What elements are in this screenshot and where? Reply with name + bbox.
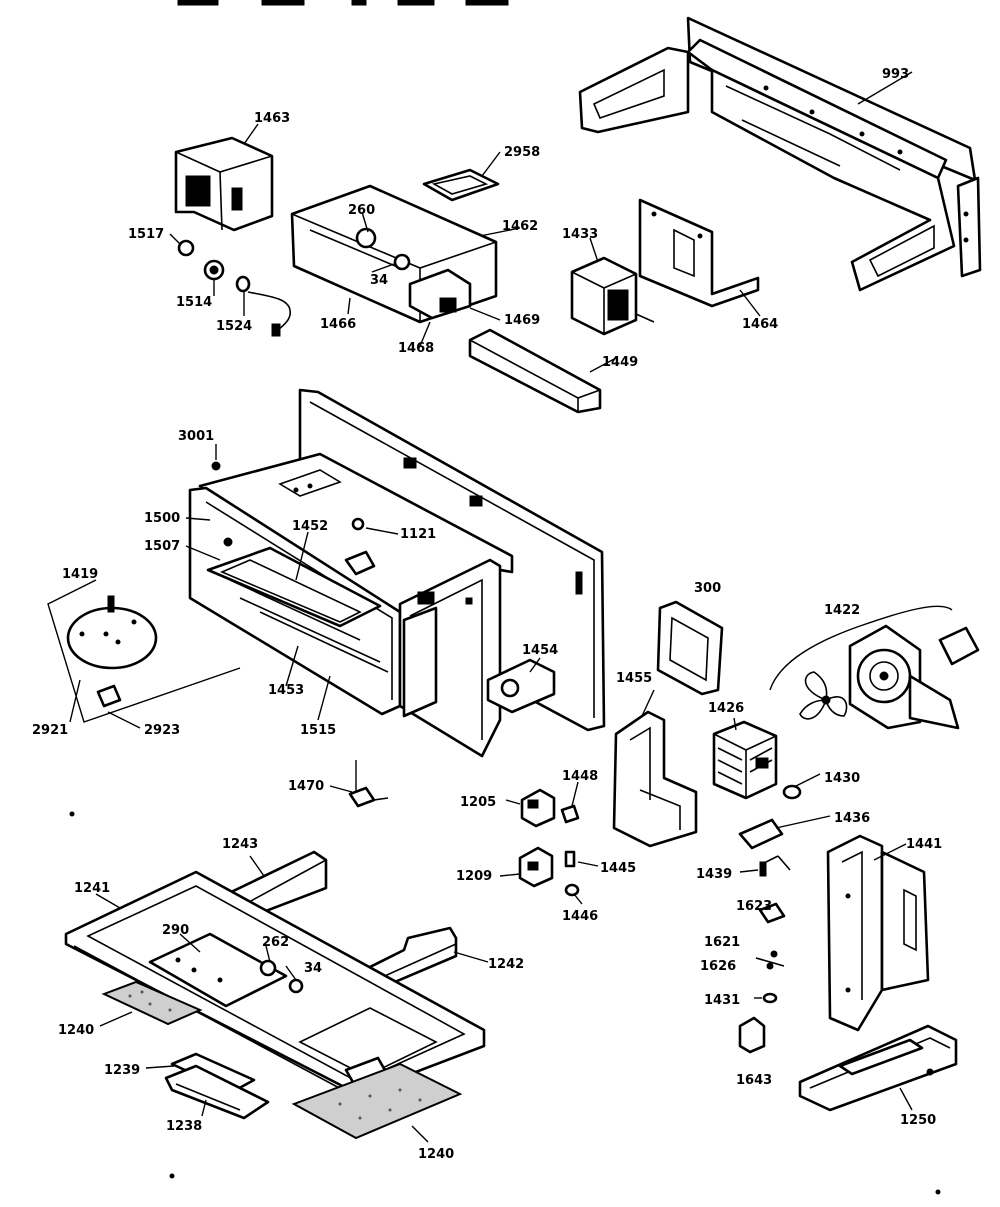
label-1643: 1643	[736, 1073, 772, 1088]
part-1470	[348, 786, 389, 808]
label-1426: 1426	[708, 701, 744, 716]
part-2958-plate	[422, 168, 500, 202]
part-main-cavity	[188, 388, 606, 758]
label-1455: 1455	[616, 671, 652, 686]
label-1449: 1449	[602, 355, 638, 370]
stray-dots	[69, 811, 941, 1195]
part-1250-base	[798, 1024, 958, 1112]
label-1431: 1431	[704, 993, 740, 1008]
label-262: 262	[262, 935, 289, 950]
label-1462: 1462	[502, 219, 538, 234]
label-2921: 2921	[32, 723, 68, 738]
label-1240-left: 1240	[58, 1023, 94, 1038]
label-1433: 1433	[562, 227, 598, 242]
label-300: 300	[694, 581, 721, 596]
label-1469: 1469	[504, 313, 540, 328]
label-1238: 1238	[166, 1119, 202, 1134]
label-1621: 1621	[704, 935, 740, 950]
label-1453: 1453	[268, 683, 304, 698]
label-1445: 1445	[600, 861, 636, 876]
label-1466: 1466	[320, 317, 356, 332]
label-1464: 1464	[742, 317, 778, 332]
label-1430: 1430	[824, 771, 860, 786]
label-1514: 1514	[176, 295, 212, 310]
leader-lines	[69, 71, 913, 1143]
label-2958: 2958	[504, 145, 540, 160]
label-993: 993	[882, 67, 909, 82]
label-1242: 1242	[488, 957, 524, 972]
cropped-header-marks	[177, 0, 509, 6]
label-1454: 1454	[522, 643, 558, 658]
label-1121: 1121	[400, 527, 436, 542]
part-1433-transformer	[570, 256, 655, 336]
part-1430	[782, 784, 802, 800]
part-1422-fan-assembly	[769, 605, 980, 730]
parts-1517-1514-1524	[177, 239, 292, 337]
label-1209: 1209	[456, 869, 492, 884]
label-1515: 1515	[300, 723, 336, 738]
label-1250: 1250	[900, 1113, 936, 1128]
parts-3001-1121	[211, 461, 365, 531]
part-1455-duct	[612, 710, 698, 848]
label-1446: 1446	[562, 909, 598, 924]
label-34-lower: 34	[304, 961, 322, 976]
part-1462-control-box	[290, 184, 498, 324]
label-1448: 1448	[562, 769, 598, 784]
part-1240-filter-left	[101, 980, 203, 1026]
label-1419: 1419	[62, 567, 98, 582]
label-1468: 1468	[398, 341, 434, 356]
label-1436: 1436	[834, 811, 870, 826]
label-1239: 1239	[104, 1063, 140, 1078]
label-1470: 1470	[288, 779, 324, 794]
label-1623: 1623	[736, 899, 772, 914]
label-3001: 3001	[178, 429, 214, 444]
label-260: 260	[348, 203, 375, 218]
label-1441: 1441	[906, 837, 942, 852]
label-290: 290	[162, 923, 189, 938]
label-1241: 1241	[74, 881, 110, 896]
label-1517: 1517	[128, 227, 164, 242]
label-1205: 1205	[460, 795, 496, 810]
parts-small-electrical	[738, 818, 791, 1054]
label-1439: 1439	[696, 867, 732, 882]
label-1243: 1243	[222, 837, 258, 852]
part-1419-turntable	[47, 579, 241, 723]
label-1463: 1463	[254, 111, 290, 126]
callout-labels: 993 1463 2958 260 1462 1433 1517 34 1514…	[32, 67, 942, 1162]
part-1240-filter-right	[291, 1062, 463, 1140]
label-1524: 1524	[216, 319, 252, 334]
part-1463-bracket	[174, 136, 274, 232]
label-1422: 1422	[824, 603, 860, 618]
label-1626: 1626	[700, 959, 736, 974]
label-1240-right: 1240	[418, 1147, 454, 1162]
part-1238-lamp-cover	[164, 1064, 270, 1120]
label-1500: 1500	[144, 511, 180, 526]
part-993-rear-bracket	[578, 16, 982, 292]
label-1507: 1507	[144, 539, 180, 554]
part-1426-magnetron	[712, 720, 778, 800]
label-34-upper: 34	[370, 273, 388, 288]
part-1441-bracket	[826, 834, 930, 1032]
part-1464-plate	[638, 198, 760, 308]
part-1449-cover	[468, 328, 602, 414]
part-1241-base-frame	[64, 870, 486, 1099]
label-1452: 1452	[292, 519, 328, 534]
part-300-gasket	[656, 600, 724, 696]
label-2923: 2923	[144, 723, 180, 738]
parts-switches	[518, 788, 580, 897]
